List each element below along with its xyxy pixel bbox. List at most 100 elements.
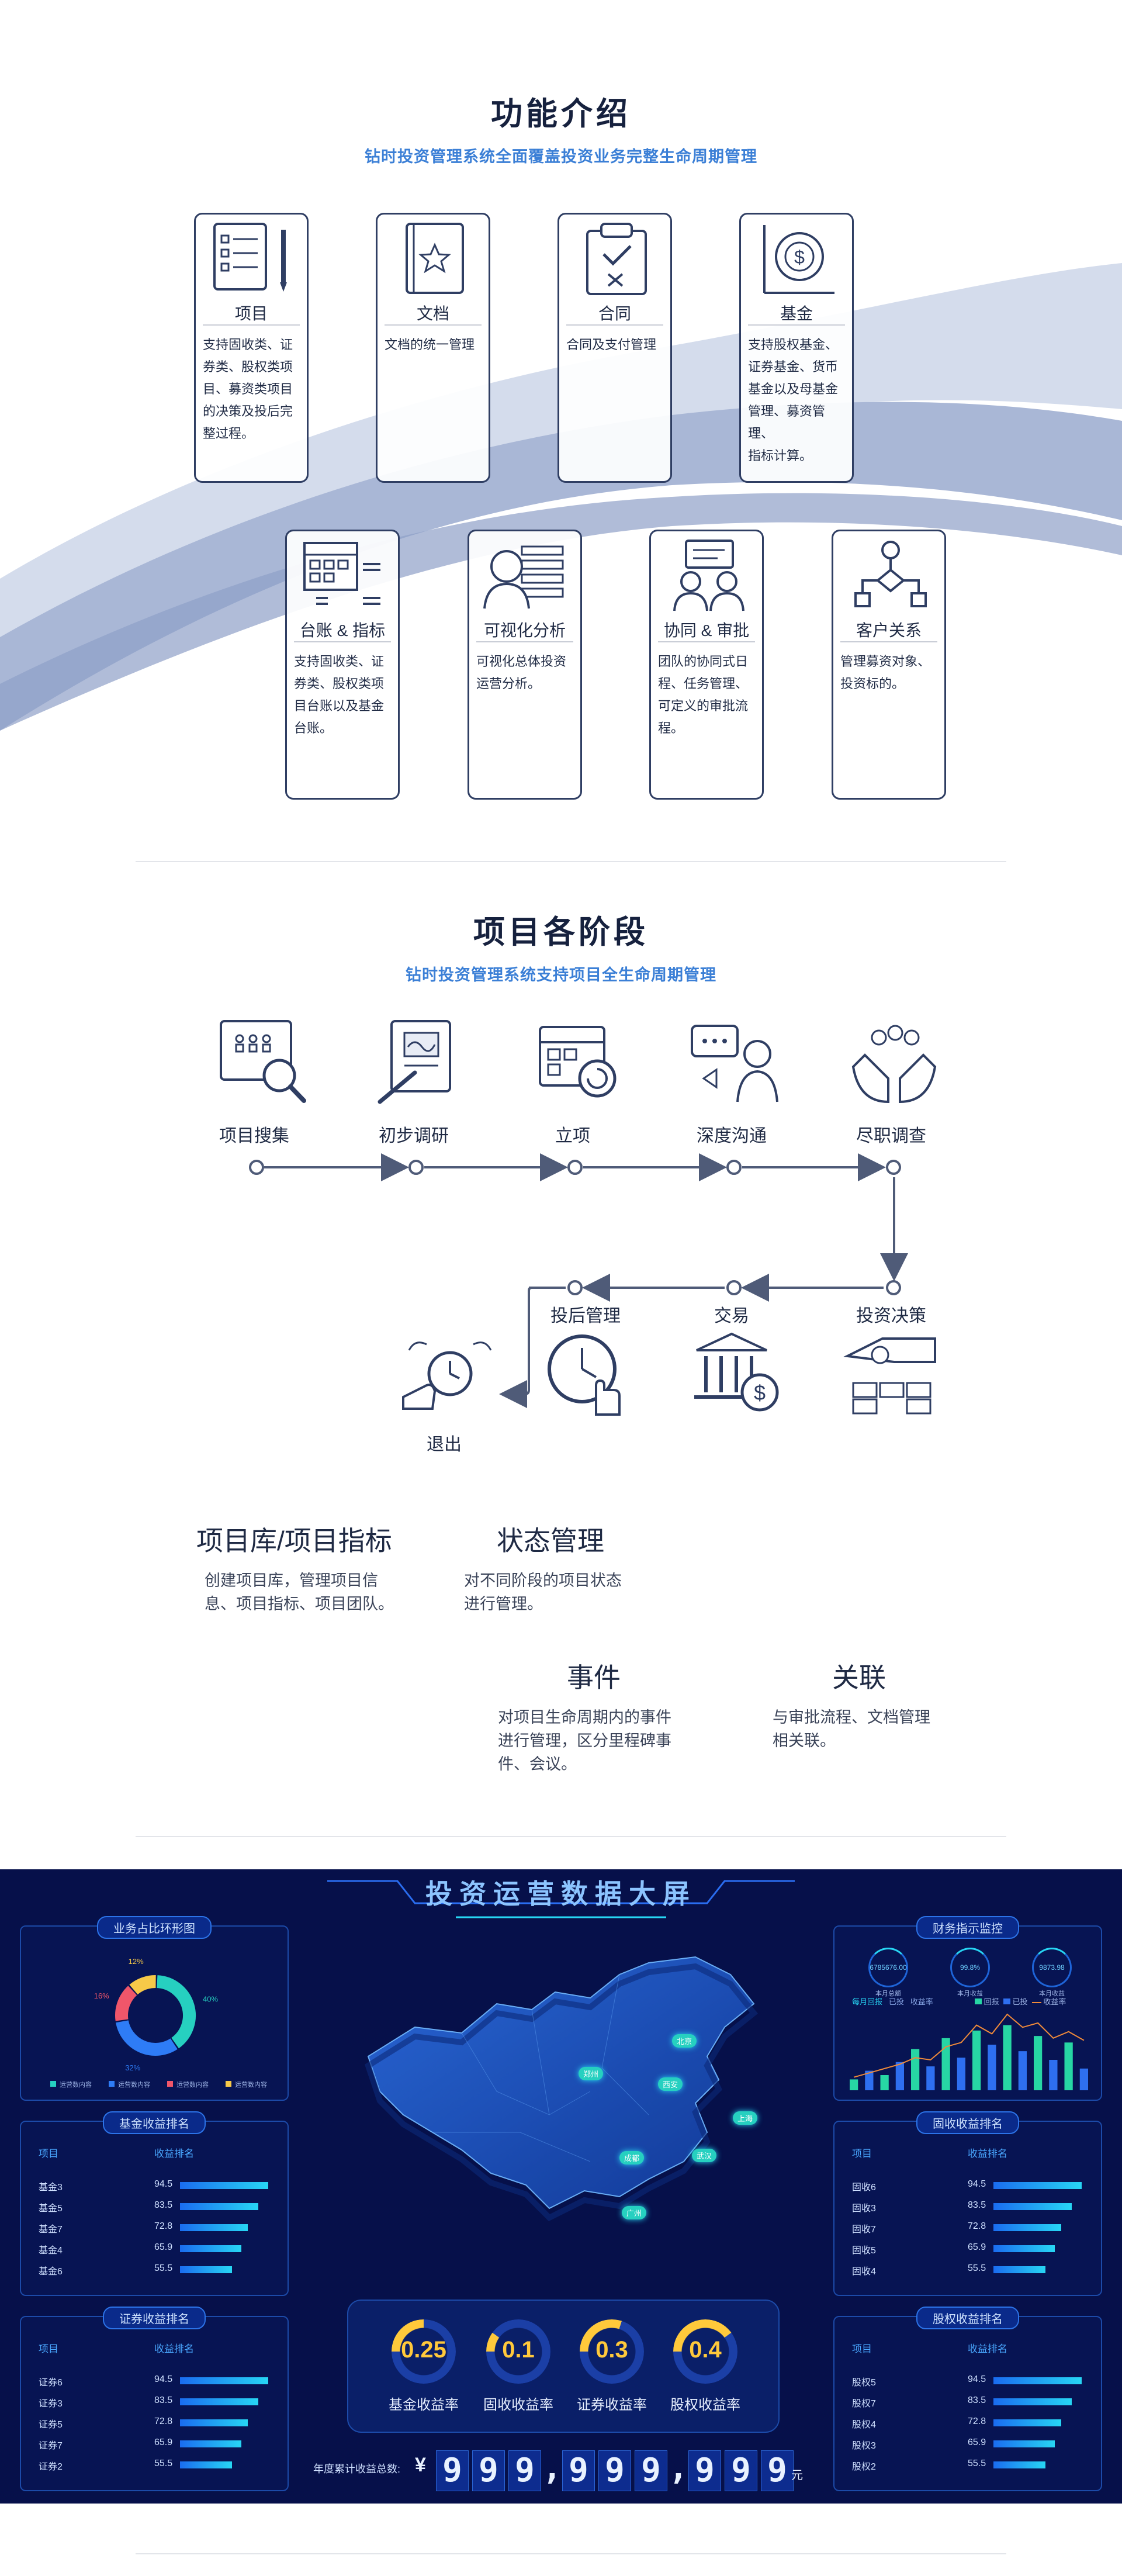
dashboard-title: 投资运营数据大屏: [425, 1879, 697, 1909]
bank-dollar-icon: $: [694, 1332, 779, 1412]
feature-card[interactable]: 合同合同及支付管理: [557, 213, 672, 483]
finance-tab[interactable]: 收益率: [910, 1997, 933, 2006]
dashboard-header-frame: [327, 1880, 795, 1918]
rank-bar: [993, 2419, 1062, 2426]
legend-swatch: [167, 2081, 173, 2087]
card-divider: [748, 324, 845, 326]
rank-item-value: 72.8: [968, 2416, 986, 2426]
rank-bar: [993, 2203, 1072, 2210]
rank-bar: [180, 2440, 242, 2447]
svg-text:$: $: [794, 247, 805, 268]
donut-legend-item: 运营数内容: [109, 2080, 150, 2089]
donut-pct-label: 12%: [129, 1957, 144, 1966]
rank-item-value: 65.9: [968, 2437, 986, 2447]
rank-item-name: 股权2: [852, 2462, 876, 2472]
card-divider: [203, 324, 300, 326]
finance-kpi: 99.8%本月收益: [942, 1948, 998, 1998]
feature-card[interactable]: 可视化分析可视化总体投资运营分析。: [468, 530, 582, 800]
finance-bar: [1034, 2036, 1043, 2090]
rank-item-value: 55.5: [154, 2263, 173, 2273]
donut-legend-item: 运营数内容: [167, 2080, 209, 2089]
due-diligence-hands-icon: [851, 1025, 937, 1104]
stages-subtitle: 钻时投资管理系统支持项目全生命周期管理: [406, 966, 716, 984]
stage-label: 立项: [555, 1126, 590, 1146]
rank-item-value: 55.5: [968, 2459, 986, 2468]
currency-symbol: ¥: [415, 2454, 426, 2476]
feature-desc-project-library: 创建项目库，管理项目信息、项目指标、项目团队。: [205, 1572, 394, 1613]
feature-card[interactable]: $基金支持股权基金、证券基金、货币基金以及母基金管理、募资管理、指标计算。: [739, 213, 854, 483]
finance-bar: [1079, 2068, 1088, 2090]
stage-label: 投后管理: [550, 1306, 621, 1326]
card-divider: [566, 324, 663, 326]
svg-text:$: $: [754, 1381, 766, 1405]
rank-bar: [180, 2203, 258, 2210]
map-city-marker[interactable]: 成都: [619, 2151, 645, 2164]
flow-node: [567, 1280, 583, 1295]
card-divider: [840, 641, 937, 642]
feature-card[interactable]: 客户关系管理募资对象、投资标的。: [832, 530, 946, 800]
dashboard-screenshot: 投资运营数据大屏 业务占比环形图 40%32%16%12% 运营数内容运营数内容…: [0, 1869, 1122, 2504]
gauge-label: 证券收益率: [577, 2397, 647, 2413]
flow-node: [726, 1160, 742, 1175]
feature-card-desc: 支持固收类、证券类、股权类项目台账以及基金台账。: [294, 654, 385, 735]
feature-card-desc: 管理募资对象、投资标的。: [840, 654, 931, 691]
feature-card[interactable]: 项目支持固收类、证券类、股权类项目、募资类项目的决策及投后完整过程。: [194, 213, 309, 483]
map-city-marker[interactable]: 郑州: [579, 2067, 604, 2080]
rank-item-name: 证券2: [39, 2462, 63, 2472]
legend-swatch: [50, 2081, 56, 2087]
table-row: 股权7 83.5: [834, 2395, 1101, 2416]
rank-item-value: 94.5: [968, 2374, 986, 2384]
finance-tab[interactable]: 已投: [888, 1997, 904, 2006]
finance-bar: [911, 2049, 920, 2090]
rank-bar: [993, 2377, 1082, 2384]
card-divider: [294, 641, 391, 642]
equity-rank-col1: 项目: [852, 2343, 872, 2354]
rank-item-name: 证券7: [39, 2441, 63, 2451]
rank-item-name: 固收3: [852, 2204, 876, 2214]
feature-card[interactable]: 台账 & 指标支持固收类、证券类、股权类项目台账以及基金台账。: [285, 530, 400, 800]
map-city-marker[interactable]: 武汉: [692, 2149, 717, 2162]
rate-gauge: [486, 2319, 550, 2384]
map-city-marker[interactable]: 西安: [658, 2077, 683, 2091]
finance-bar: [941, 2038, 950, 2090]
rank-item-name: 股权7: [852, 2399, 876, 2409]
rank-item-value: 83.5: [968, 2395, 986, 2405]
finance-tab[interactable]: 每月回报: [852, 1997, 883, 2006]
flow-node: [567, 1160, 583, 1175]
feature-card[interactable]: 文档文档的统一管理: [376, 213, 490, 483]
rate-gauge: [673, 2319, 737, 2384]
rank-item-value: 65.9: [154, 2242, 173, 2252]
rank-item-name: 基金6: [39, 2267, 63, 2277]
map-city-marker[interactable]: 广州: [622, 2206, 647, 2219]
rank-bar: [180, 2419, 248, 2426]
feature-title-link: 关联: [832, 1662, 886, 1693]
equity-rank-col2: 收益排名: [968, 2343, 1007, 2354]
rank-bar: [993, 2440, 1055, 2447]
rank-bar: [993, 2266, 1045, 2273]
flow-node: [886, 1160, 901, 1175]
fund-rank-col1: 项目: [39, 2148, 58, 2159]
feature-card-label: 客户关系: [856, 621, 922, 639]
stage-label: 项目搜集: [219, 1126, 289, 1146]
rank-item-name: 基金4: [39, 2246, 63, 2256]
feature-card-label: 基金: [780, 305, 813, 323]
feature-card[interactable]: 协同 & 审批团队的协同式日程、任务管理、可定义的审批流程。: [649, 530, 764, 800]
decision-hand-money-icon: [843, 1337, 936, 1415]
research-notebook-icon: [378, 1020, 451, 1104]
calendar-approve-icon: [539, 1026, 617, 1098]
document-star-icon: [383, 218, 483, 300]
rank-item-name: 固收6: [852, 2183, 876, 2193]
total-digit: 9: [761, 2450, 794, 2491]
map-city-marker[interactable]: 北京: [672, 2034, 697, 2048]
map-city-marker[interactable]: 上海: [733, 2111, 758, 2125]
rank-item-value: 72.8: [154, 2221, 173, 2231]
finance-tabs[interactable]: 每月回报 已投 收益率: [852, 1996, 933, 2007]
total-digit: 9: [688, 2450, 721, 2491]
gauge-label: 固收收益率: [483, 2397, 553, 2413]
gauge-value: 0.1: [502, 2337, 535, 2363]
